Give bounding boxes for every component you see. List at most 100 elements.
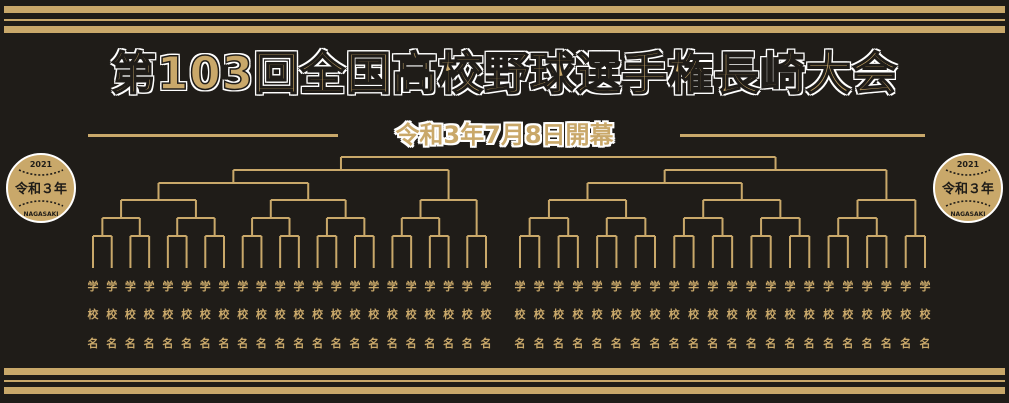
right-slot-char: 学: [630, 279, 641, 293]
left-slot-char: 名: [200, 336, 211, 350]
left-slot-char: 学: [256, 279, 267, 293]
right-slot-char: 学: [534, 279, 545, 293]
left-slot-char: 学: [293, 279, 304, 293]
right-slot-char: 学: [515, 279, 526, 293]
right-slot-char: 校: [823, 307, 835, 321]
left-slot-char: 名: [331, 336, 342, 350]
right-slot-char: 学: [572, 279, 583, 293]
left-slot-char: 名: [106, 336, 117, 350]
left-slot-char: 名: [256, 336, 267, 350]
left-slot-char: 校: [443, 307, 455, 321]
right-slot-char: 学: [611, 279, 622, 293]
emblem-year: 2021: [30, 160, 53, 169]
right-slot-char: 校: [534, 307, 546, 321]
left-slot-char: 校: [368, 307, 380, 321]
right-slot-char: 名: [823, 336, 834, 350]
right-slot-char: 名: [881, 336, 892, 350]
right-slot-char: 校: [804, 307, 816, 321]
left-slot-char: 学: [88, 279, 99, 293]
left-slot-char: 名: [481, 336, 492, 350]
left-slot-char: 校: [350, 307, 362, 321]
tournament-title: 第103回全国高校野球選手権長崎大会: [110, 46, 898, 101]
left-slot-char: 校: [406, 307, 418, 321]
right-slot-char: 校: [650, 307, 662, 321]
emblem-year: 2021: [957, 160, 980, 169]
right-slot-char: 名: [920, 336, 931, 350]
left-slot-char: 名: [406, 336, 417, 350]
opening-date: 令和3年7月8日開幕: [395, 121, 614, 149]
right-slot-char: 学: [862, 279, 873, 293]
left-slot-char: 学: [275, 279, 286, 293]
left-slot-char: 名: [219, 336, 230, 350]
right-slot-char: 学: [785, 279, 796, 293]
top-stripe-1: [4, 6, 1005, 13]
left-slot-char: 校: [88, 307, 100, 321]
right-slot-char: 名: [669, 336, 680, 350]
left-slot-char: 校: [462, 307, 474, 321]
left-slot-char: 学: [162, 279, 173, 293]
right-slot-char: 校: [842, 307, 854, 321]
right-slot-char: 名: [553, 336, 564, 350]
right-slot-char: 校: [707, 307, 719, 321]
subtitle-left-rule: [88, 134, 338, 137]
left-slot-char: 学: [387, 279, 398, 293]
left-slot-char: 校: [481, 307, 493, 321]
right-slot-char: 学: [727, 279, 738, 293]
right-slot-char: 校: [881, 307, 893, 321]
right-slot-char: 校: [688, 307, 700, 321]
right-slot-char: 名: [900, 336, 911, 350]
left-slot-char: 学: [106, 279, 117, 293]
right-slot-char: 校: [785, 307, 797, 321]
left-slot-char: 学: [125, 279, 136, 293]
right-slot-char: 校: [862, 307, 874, 321]
left-slot-char: 名: [424, 336, 435, 350]
left-slot-char: 学: [443, 279, 454, 293]
right-slot-char: 学: [823, 279, 834, 293]
left-slot-char: 名: [312, 336, 323, 350]
right-slot-char: 校: [746, 307, 758, 321]
right-slot-char: 校: [553, 307, 565, 321]
right-slot-char: 名: [842, 336, 853, 350]
bottom-stripe-1: [4, 368, 1005, 375]
left-slot-char: 学: [368, 279, 379, 293]
right-slot-char: 校: [592, 307, 604, 321]
emblem-place: NAGASAKI: [950, 211, 985, 218]
right-slot-char: 名: [746, 336, 757, 350]
left-slot-char: 校: [237, 307, 249, 321]
right-slot-char: 学: [553, 279, 564, 293]
right-slot-char: 学: [650, 279, 661, 293]
left-slot-char: 学: [144, 279, 155, 293]
right-slot-char: 学: [804, 279, 815, 293]
left-slot-char: 校: [312, 307, 324, 321]
right-slot-char: 名: [804, 336, 815, 350]
top-stripe-2: [4, 19, 1005, 21]
left-slot-char: 学: [462, 279, 473, 293]
right-slot-char: 校: [920, 307, 932, 321]
right-slot-char: 名: [572, 336, 583, 350]
right-slot-char: 校: [572, 307, 584, 321]
right-slot-char: 名: [707, 336, 718, 350]
right-slot-char: 学: [900, 279, 911, 293]
right-slot-char: 名: [688, 336, 699, 350]
right-slot-char: 名: [862, 336, 873, 350]
right-slot-char: 学: [920, 279, 931, 293]
left-slot-char: 学: [331, 279, 342, 293]
left-slot-char: 名: [237, 336, 248, 350]
baseball-emblem-right: 2021 令和３年 NAGASAKI: [933, 153, 1003, 223]
right-slot-char: 校: [611, 307, 623, 321]
left-slot-char: 学: [406, 279, 417, 293]
left-slot-char: 校: [387, 307, 399, 321]
left-slot-char: 学: [350, 279, 361, 293]
left-slot-char: 学: [424, 279, 435, 293]
right-slot-char: 学: [707, 279, 718, 293]
seam-top: [18, 169, 64, 176]
left-slot-char: 校: [162, 307, 174, 321]
left-slot-char: 校: [200, 307, 212, 321]
left-slot-char: 校: [106, 307, 118, 321]
top-stripe-3: [4, 26, 1005, 33]
emblem-place: NAGASAKI: [23, 211, 58, 218]
right-slot-char: 校: [765, 307, 777, 321]
right-slot-char: 名: [611, 336, 622, 350]
right-slot-char: 学: [592, 279, 603, 293]
left-slot-char: 学: [219, 279, 230, 293]
